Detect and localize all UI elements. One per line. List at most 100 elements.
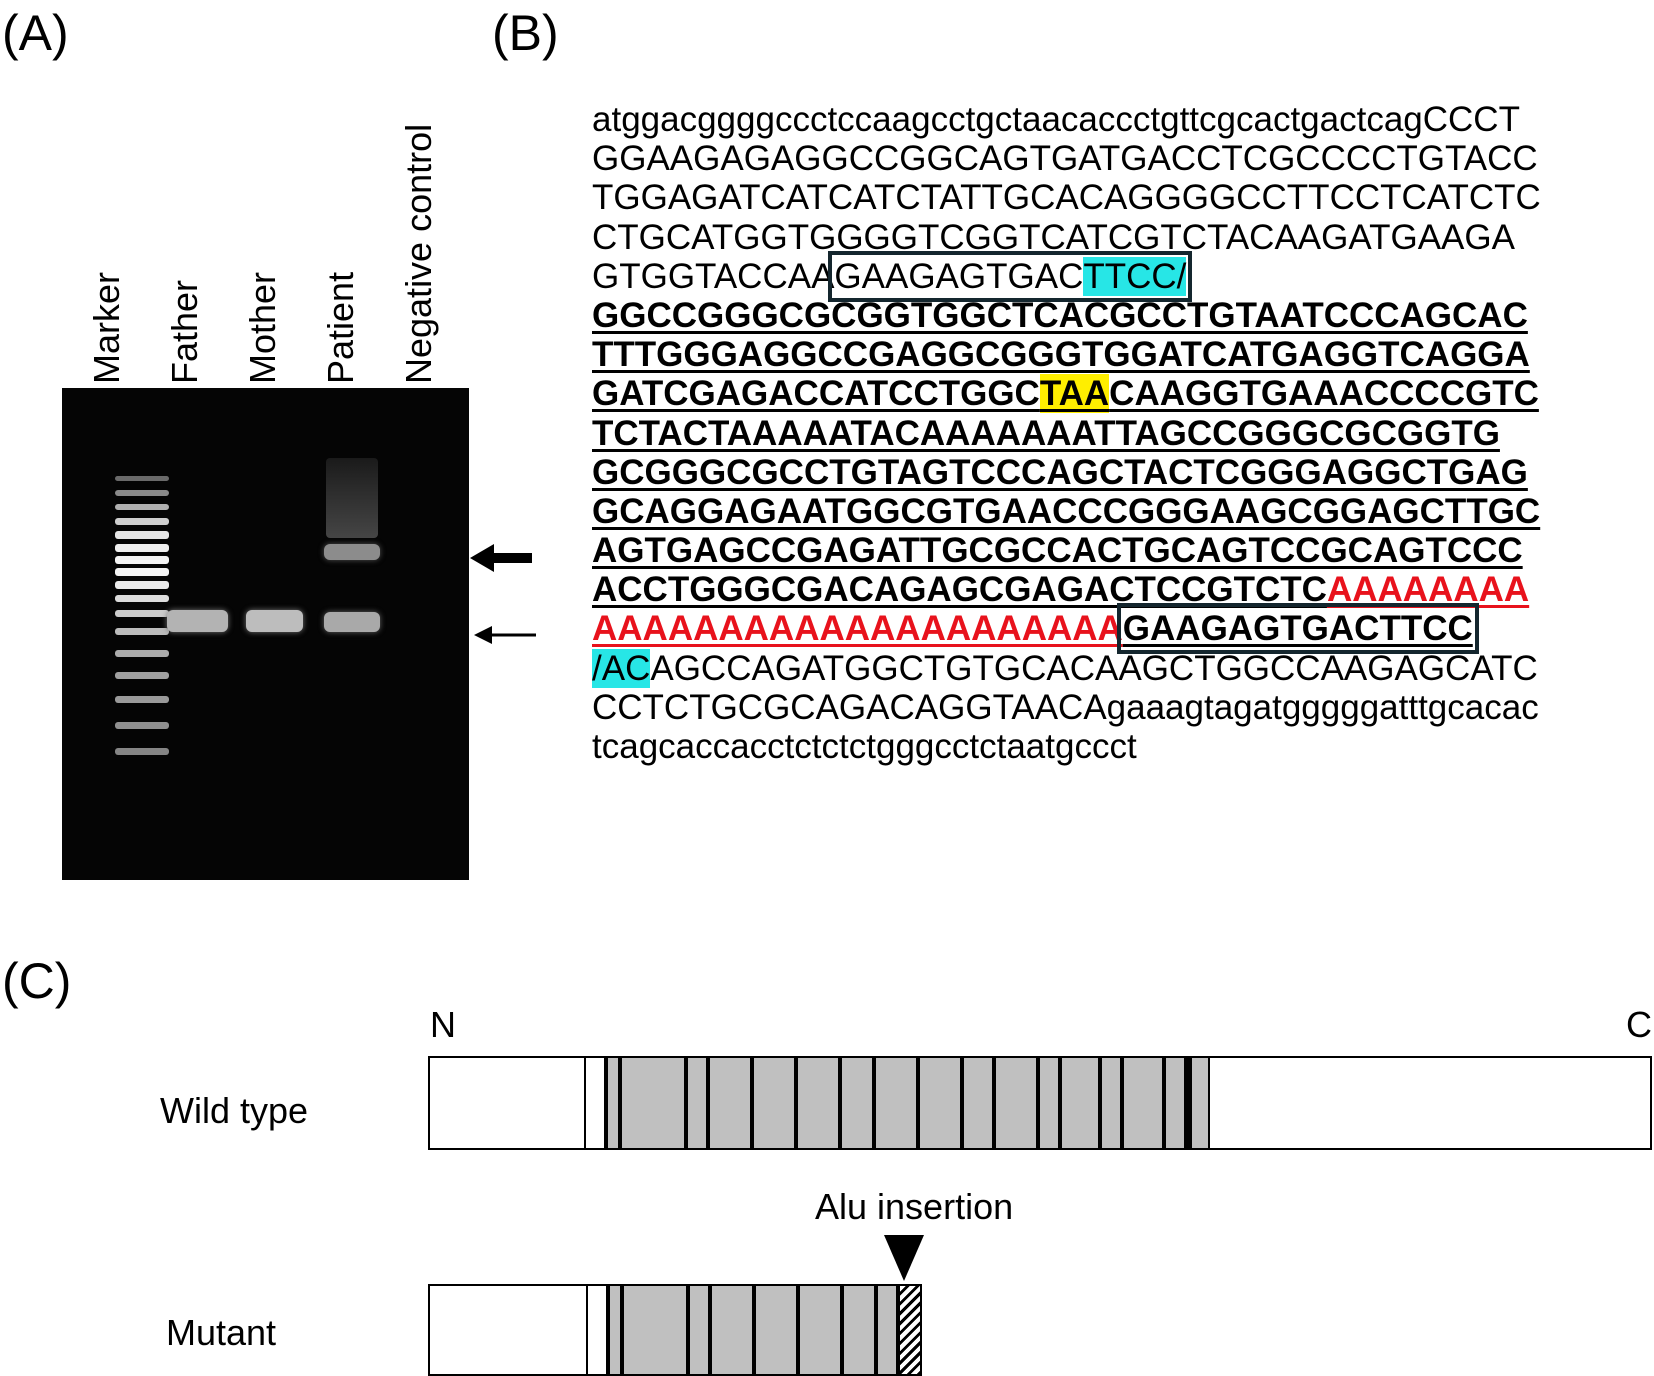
sequence-line: GCGGGCGCCTGTAGTCCCAGCTACTCGGGAGGCTGAG: [592, 453, 1541, 492]
ladder-band: [115, 531, 169, 539]
domain-segment: [876, 1284, 898, 1376]
lane-label-mother: Mother: [242, 271, 283, 384]
domain-segment: [1060, 1056, 1100, 1150]
sequence-line: AGTGAGCCGAGATTGCGCCACTGCAGTCCGCAGTCCC: [592, 531, 1541, 570]
sequence-line: GCAGGAGAATGGCGTGAACCCGGGAAGCGGAGCTTGC: [592, 492, 1541, 531]
n-terminus-label: N: [430, 1004, 456, 1045]
domain-segment: [606, 1056, 620, 1150]
sequence-line: /ACAGCCAGATGGCTGTGCACAAGCTGGCCAAGAGCATC: [592, 648, 1541, 688]
sequence-segment: GGAAGAGAGGCCGGCAGTGATGACCTCGCCCCTGTACC: [592, 139, 1538, 179]
lane-label-marker: Marker: [86, 271, 127, 384]
domain-segment: [1122, 1056, 1164, 1150]
sequence-segment: atggacggggccctccaagcctgctaacaccctgttcgca…: [592, 100, 1520, 139]
sequence-segment: TTTGGGAGGCCGAGGCGGGTGGATCATGAGGTCAGGA: [592, 335, 1530, 375]
poly-a-tail: AAAAAAAA: [1326, 570, 1530, 610]
ladder-band: [115, 696, 169, 703]
panel-label-a: (A): [2, 5, 69, 61]
target-site-duplication: TTCC/: [1083, 256, 1187, 296]
sequence-segment: GATCGAGACCATCCTGGC: [592, 374, 1040, 414]
domain-segment: [840, 1056, 874, 1150]
domain-segment: [752, 1056, 796, 1150]
sequence-line: tcagcaccacctctctctgggcctctaatgccct: [592, 727, 1541, 766]
domain-segment: [796, 1056, 840, 1150]
patient-lower-band: [324, 612, 380, 632]
domain-segment: [842, 1284, 876, 1376]
sequence-segment: GTGGTACCAA: [592, 256, 835, 296]
domain-segment: [584, 1056, 606, 1150]
ladder-band: [115, 672, 169, 679]
sequence-line: GGCCGGGCGCGGTGGCTCACGCCTGTAATCCCAGCAC: [592, 296, 1541, 335]
domain-segment: [874, 1056, 918, 1150]
domain-segment: [918, 1056, 962, 1150]
mother-band: [246, 610, 303, 632]
sequence-segment: TGGAGATCATCATCTATTGCACAGGGGCCTTCCTCATCTC: [592, 178, 1541, 218]
domain-segment: [586, 1284, 608, 1376]
patient-smear: [326, 458, 378, 538]
panel-label-c: (C): [2, 953, 72, 1009]
sequence-segment: CAAGGTGAAACCCCGTC: [1109, 374, 1539, 414]
sequence-segment: AGTGAGCCGAGATTGCGCCACTGCAGTCCGCAGTCCC: [592, 531, 1523, 571]
thick-arrow-icon: [470, 544, 532, 572]
sequence-segment: GCGGGCGCCTGTAGTCCCAGCTACTCGGGAGGCTGAG: [592, 452, 1528, 492]
sequence-segment: ACCTGGGCGACAGAGCGAGACTCCGTCTC: [592, 570, 1327, 610]
ladder-band: [115, 650, 169, 657]
duplication-box: GAAGAGTGACTTCC: [1116, 603, 1479, 655]
wild-type-label: Wild type: [160, 1090, 309, 1131]
gel-image: [62, 388, 469, 880]
sequence-line: AAAAAAAAAAAAAAAAAAAAAGAAGAGTGACTTCC: [592, 603, 1541, 655]
sequence-segment: tcagcaccacctctctctgggcctctaatgccct: [592, 727, 1137, 766]
alu-insertion-segment: [898, 1284, 922, 1376]
sequence-segment: GGCCGGGCGCGGTGGCTCACGCCTGTAATCCCAGCAC: [592, 295, 1528, 335]
sequence-segment: AGCCAGATGGCTGTGCACAAGCTGGCCAAGAGCATC: [650, 648, 1538, 688]
domain-segment: [622, 1284, 688, 1376]
sequence-segment: CTGCATGGTGGGGTCGGTCATCGTCTACAAGATGAAGA: [592, 217, 1515, 257]
domain-segment: [962, 1056, 994, 1150]
domain-segment: [688, 1284, 710, 1376]
sequence-line: TGGAGATCATCATCTATTGCACAGGGGCCTTCCTCATCTC: [592, 178, 1541, 217]
domain-segment: [1100, 1056, 1122, 1150]
ladder-band: [115, 544, 169, 552]
domain-segment: [798, 1284, 842, 1376]
panel-label-b: (B): [492, 5, 559, 61]
ladder-band: [115, 490, 169, 496]
ladder-band: [115, 518, 169, 525]
father-band: [167, 610, 228, 632]
sequence-segment: GCAGGAGAATGGCGTGAACCCGGGAAGCGGAGCTTGC: [592, 491, 1541, 531]
target-site-duplication: /AC: [592, 648, 651, 688]
stop-codon: TAA: [1039, 374, 1110, 414]
ladder-band: [115, 610, 169, 617]
sequence-line: CCTCTGCGCAGACAGGTAACAgaaagtagatgggggattt…: [592, 688, 1541, 727]
sequence-line: GTGGTACCAAGAAGAGTGACTTCC/: [592, 250, 1541, 302]
domain-segment: [686, 1056, 708, 1150]
ladder-band: [115, 504, 169, 510]
lane-label-patient: Patient: [320, 271, 361, 384]
duplication-box: GAAGAGTGACTTCC/: [828, 250, 1193, 302]
ladder-band: [115, 722, 169, 729]
sequence-segment: CCTCTGCGCAGACAGGTAACAgaaagtagatgggggattt…: [592, 687, 1539, 727]
ladder-band: [115, 476, 169, 481]
sequence-line: CTGCATGGTGGGGTCGGTCATCGTCTACAAGATGAAGA: [592, 218, 1541, 257]
sequence-segment: GAAGAGTGAC: [834, 256, 1084, 296]
ladder-band: [115, 595, 169, 602]
mutant-n-terminal-region: [428, 1284, 588, 1376]
ladder-band: [115, 628, 169, 635]
ladder-band: [115, 556, 169, 564]
c-terminus-label: C: [1626, 1004, 1652, 1045]
sequence-line: TTTGGGAGGCCGAGGCGGGTGGATCATGAGGTCAGGA: [592, 335, 1541, 374]
domain-segment: [1190, 1056, 1210, 1150]
sequence-line: GGAAGAGAGGCCGGCAGTGATGACCTCGCCCCTGTACC: [592, 139, 1541, 178]
sequence-line: GATCGAGACCATCCTGGCTAACAAGGTGAAACCCCGTC: [592, 374, 1541, 414]
ladder-band: [115, 568, 169, 576]
domain-segment: [620, 1056, 686, 1150]
sequence-line: TCTACTAAAAATACAAAAAAATTAGCCGGGCGCGGTG: [592, 414, 1541, 453]
domain-segment: [1038, 1056, 1060, 1150]
sequence-segment: TCTACTAAAAATACAAAAAAATTAGCCGGGCGCGGTG: [592, 413, 1500, 453]
lane-label-negative-control: Negative control: [398, 123, 439, 384]
sequence-line: atggacggggccctccaagcctgctaacaccctgttcgca…: [592, 100, 1541, 139]
lane-label-father: Father: [164, 279, 205, 384]
domain-segment: [708, 1056, 752, 1150]
thin-arrow-icon: [474, 626, 536, 644]
sequence-line: ACCTGGGCGACAGAGCGAGACTCCGTCTCAAAAAAAA: [592, 570, 1541, 609]
domain-segment: [754, 1284, 798, 1376]
ladder-band: [115, 581, 169, 589]
